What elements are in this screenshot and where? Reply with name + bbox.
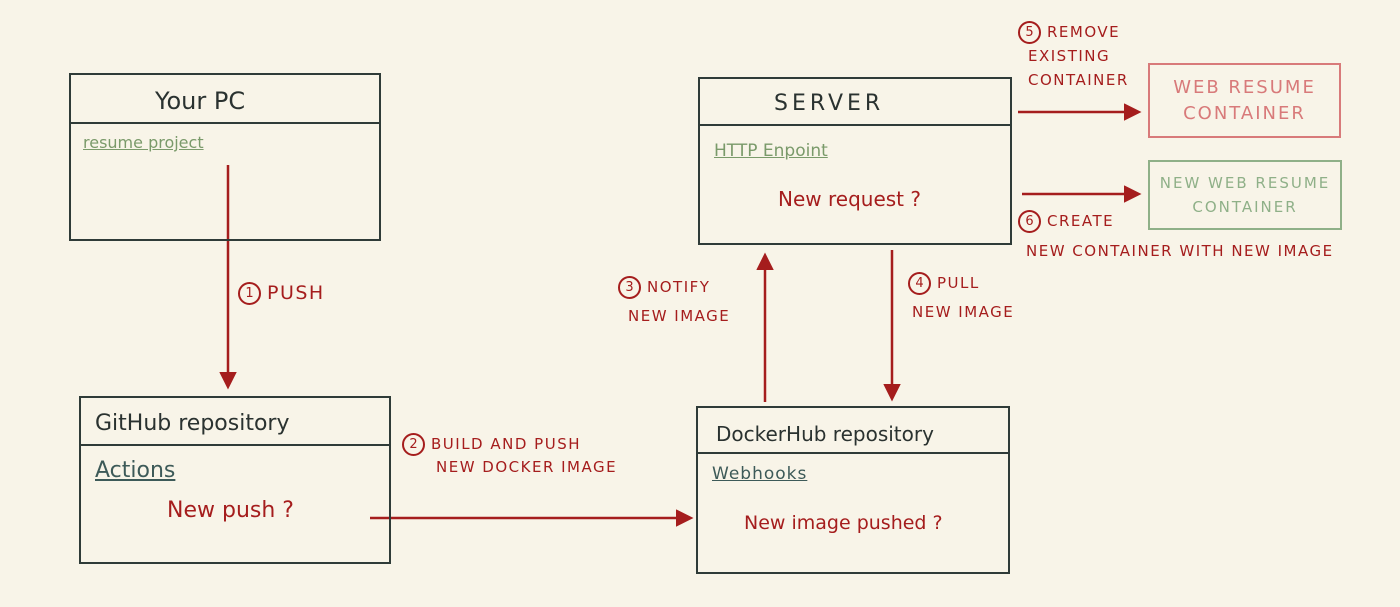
step-5-line2: EXISTING	[1028, 47, 1111, 65]
step-3-number: 3	[618, 276, 641, 299]
webhooks-link[interactable]: Webhooks	[712, 464, 808, 484]
step-6-line1: CREATE	[1047, 212, 1115, 230]
step-3-label: 3 NOTIFY NEW IMAGE	[618, 276, 730, 327]
new-container-line1: NEW WEB RESUME	[1159, 174, 1331, 192]
step-5-line1: REMOVE	[1047, 23, 1121, 41]
resume-project-link[interactable]: resume project	[83, 133, 204, 152]
github-title: GitHub repository	[95, 411, 290, 436]
step-1-label: 1 PUSH	[238, 282, 325, 305]
step-4-label: 4 PULL NEW IMAGE	[908, 272, 1014, 323]
your-pc-box: Your PC resume project	[69, 73, 381, 241]
step-2-line2: NEW DOCKER IMAGE	[436, 458, 618, 476]
old-web-resume-container: WEB RESUME CONTAINER	[1148, 63, 1341, 138]
your-pc-title: Your PC	[155, 87, 246, 115]
your-pc-divider	[71, 122, 379, 124]
new-request-text: New request ?	[778, 187, 921, 211]
http-endpoint-link[interactable]: HTTP Enpoint	[714, 141, 828, 161]
step-2-line1: BUILD AND PUSH	[431, 435, 581, 453]
step-2-label: 2 BUILD AND PUSH NEW DOCKER IMAGE	[402, 433, 617, 478]
new-image-pushed-text: New image pushed ?	[744, 512, 943, 534]
step-5-label: 5 REMOVE EXISTING CONTAINER	[1018, 20, 1129, 92]
step-5-number: 5	[1018, 21, 1041, 44]
step-6-number: 6	[1018, 210, 1041, 233]
github-repository-box: GitHub repository Actions New push ?	[79, 396, 391, 564]
step-1-number: 1	[238, 282, 261, 305]
step-6-label: 6 CREATE NEW CONTAINER WITH NEW IMAGE	[1018, 206, 1334, 266]
step-6-line2: NEW CONTAINER WITH NEW IMAGE	[1026, 242, 1334, 260]
old-container-line1: WEB RESUME	[1173, 76, 1316, 98]
step-2-number: 2	[402, 433, 425, 456]
server-title: SERVER	[774, 91, 885, 116]
step-5-line3: CONTAINER	[1028, 71, 1129, 89]
actions-link[interactable]: Actions	[95, 458, 176, 483]
server-box: SERVER HTTP Enpoint New request ?	[698, 77, 1012, 245]
step-3-line1: NOTIFY	[647, 278, 711, 296]
server-divider	[700, 124, 1010, 126]
github-divider	[81, 444, 389, 446]
new-push-text: New push ?	[167, 498, 294, 523]
step-4-line1: PULL	[937, 274, 980, 292]
step-4-number: 4	[908, 272, 931, 295]
dockerhub-divider	[698, 452, 1008, 454]
new-web-resume-container: NEW WEB RESUME CONTAINER	[1148, 160, 1342, 230]
old-container-line2: CONTAINER	[1183, 102, 1306, 124]
step-1-text: PUSH	[267, 282, 325, 304]
dockerhub-repository-box: DockerHub repository Webhooks New image …	[696, 406, 1010, 574]
dockerhub-title: DockerHub repository	[716, 422, 934, 446]
new-container-line2: CONTAINER	[1192, 198, 1298, 216]
step-4-line2: NEW IMAGE	[912, 303, 1015, 321]
step-3-line2: NEW IMAGE	[628, 307, 731, 325]
